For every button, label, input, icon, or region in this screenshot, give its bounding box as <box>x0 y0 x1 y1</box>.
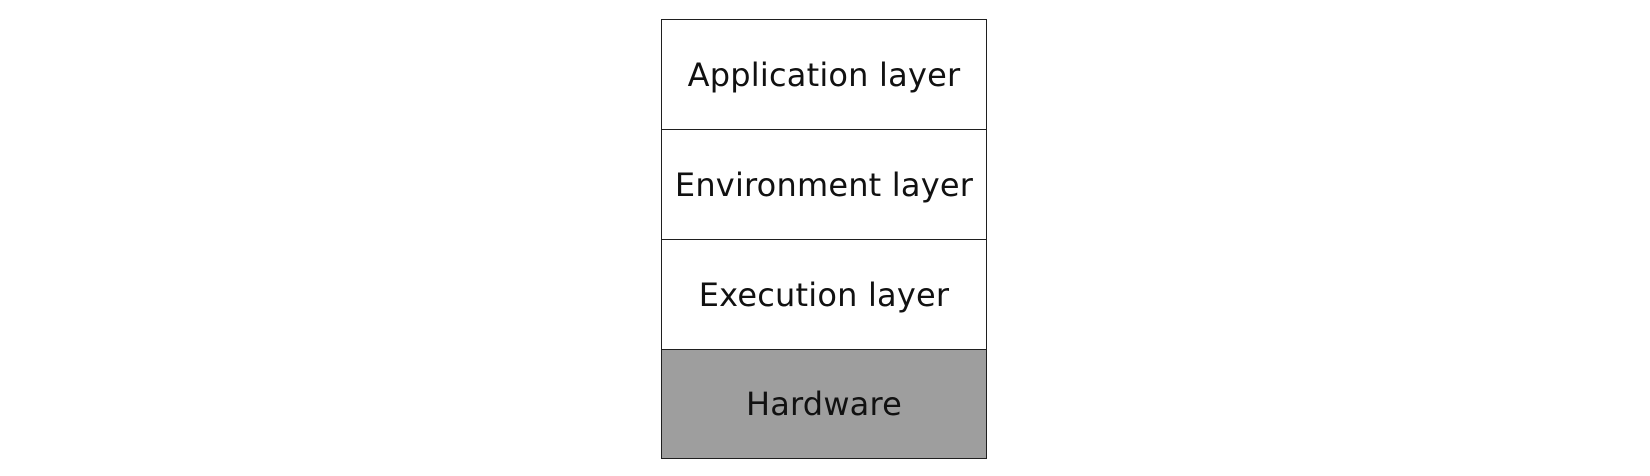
environment-layer-label: Environment layer <box>674 165 974 204</box>
application-layer-box: Application layer <box>662 20 986 130</box>
environment-layer-box: Environment layer <box>662 130 986 240</box>
hardware-label: Hardware <box>745 385 903 423</box>
application-layer-label: Application layer <box>687 55 961 94</box>
hardware-box: Hardware <box>662 350 986 458</box>
execution-layer-box: Execution layer <box>662 240 986 350</box>
execution-layer-label: Execution layer <box>698 275 950 314</box>
layer-stack: Application layer Environment layer Exec… <box>661 19 987 459</box>
